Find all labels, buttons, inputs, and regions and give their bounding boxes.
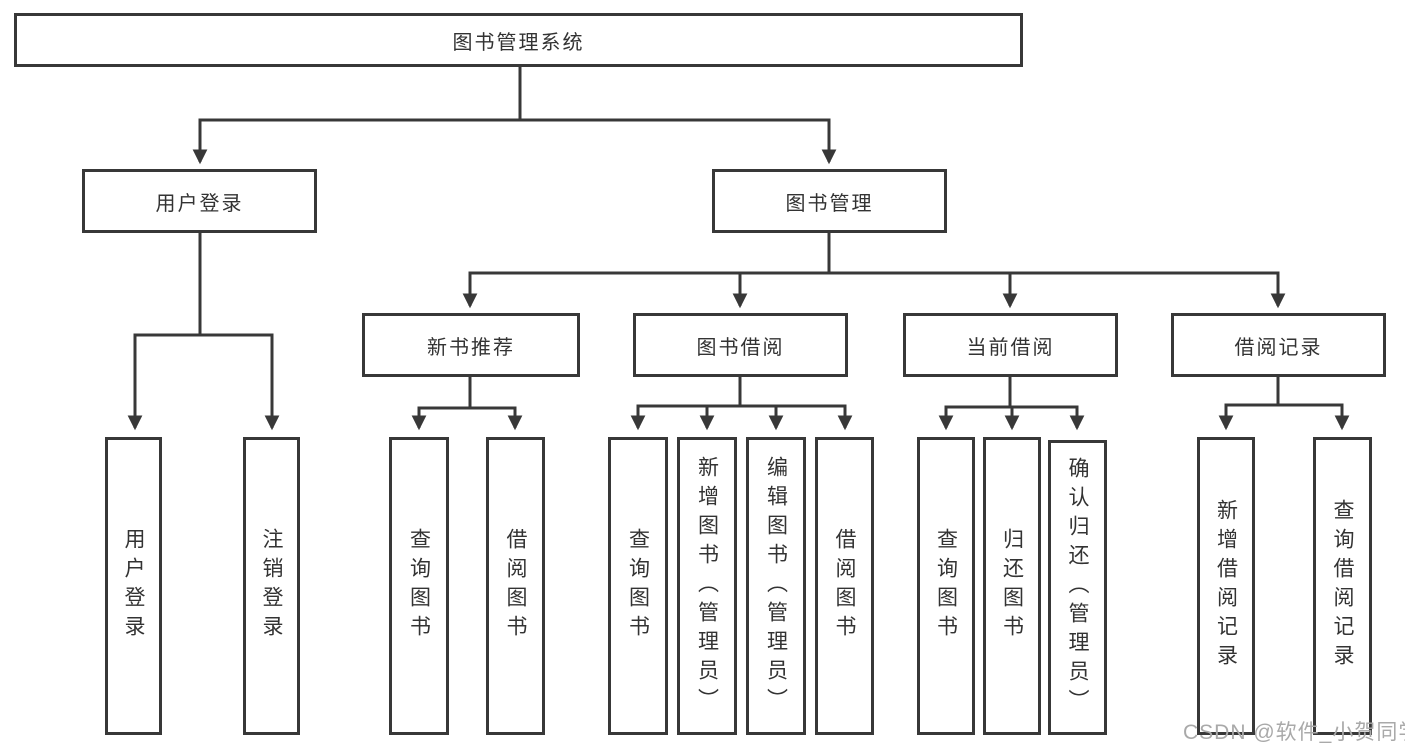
node-leaf-confirm-return-admin: 确认归还（管理员）: [1048, 440, 1107, 735]
node-label: 新增图书（管理员）: [695, 455, 719, 717]
node-label: 查询图书: [626, 528, 650, 644]
node-leaf-borrow-books: 借阅图书: [486, 437, 545, 735]
node-leaf-query-books-2: 查询图书: [608, 437, 668, 735]
node-leaf-query-books-3: 查询图书: [917, 437, 975, 735]
node-borrow-record: 借阅记录: [1171, 313, 1386, 377]
node-label: 图书管理: [785, 192, 874, 215]
node-label: 新增借阅记录: [1214, 499, 1238, 673]
node-leaf-edit-book-admin: 编辑图书（管理员）: [746, 437, 806, 735]
node-label: 注销登录: [260, 528, 284, 644]
node-label: 编辑图书（管理员）: [764, 455, 788, 717]
node-label: 借阅图书: [504, 528, 528, 644]
node-leaf-logout: 注销登录: [243, 437, 300, 735]
node-book-management: 图书管理: [712, 169, 947, 233]
node-library-management-system: 图书管理系统: [14, 13, 1023, 67]
node-leaf-add-borrow-record: 新增借阅记录: [1197, 437, 1255, 735]
node-new-book-recommend: 新书推荐: [362, 313, 580, 377]
node-current-borrow: 当前借阅: [903, 313, 1118, 377]
connector-borrow-record-to-leaves: [1218, 377, 1350, 431]
csdn-watermark: CSDN @软件_小贺同学: [1183, 721, 1405, 744]
node-label: 新书推荐: [427, 336, 515, 359]
node-leaf-return-books: 归还图书: [983, 437, 1041, 735]
node-label: 图书借阅: [696, 336, 785, 359]
node-label: 当前借阅: [966, 336, 1055, 359]
node-label: 确认归还（管理员）: [1066, 457, 1090, 718]
connector-book-mgmt-to-level3: [462, 233, 1286, 309]
node-label: 借阅记录: [1234, 336, 1323, 359]
node-leaf-query-borrow-record: 查询借阅记录: [1313, 437, 1372, 735]
node-book-borrow: 图书借阅: [633, 313, 848, 377]
connector-new-book-rec-to-leaves: [411, 377, 523, 431]
connector-user-login-to-leaves: [127, 233, 280, 431]
node-label: 借阅图书: [833, 528, 857, 644]
node-label: 查询图书: [407, 528, 431, 644]
node-label: 用户登录: [155, 192, 244, 215]
node-leaf-borrow-books-2: 借阅图书: [815, 437, 874, 735]
node-leaf-query-books: 查询图书: [389, 437, 449, 735]
node-label: 图书管理系统: [452, 31, 585, 54]
node-leaf-add-book-admin: 新增图书（管理员）: [677, 437, 737, 735]
connector-book-borrow-to-leaves: [630, 377, 853, 431]
node-label: 查询借阅记录: [1331, 499, 1355, 673]
connector-current-borrow-to-leaves: [938, 377, 1085, 431]
node-label: 查询图书: [934, 528, 958, 644]
connector-root-to-level2: [192, 66, 837, 165]
node-label: 归还图书: [1000, 528, 1024, 644]
node-leaf-user-login: 用户登录: [105, 437, 162, 735]
node-user-login: 用户登录: [82, 169, 317, 233]
node-label: 用户登录: [122, 528, 146, 644]
